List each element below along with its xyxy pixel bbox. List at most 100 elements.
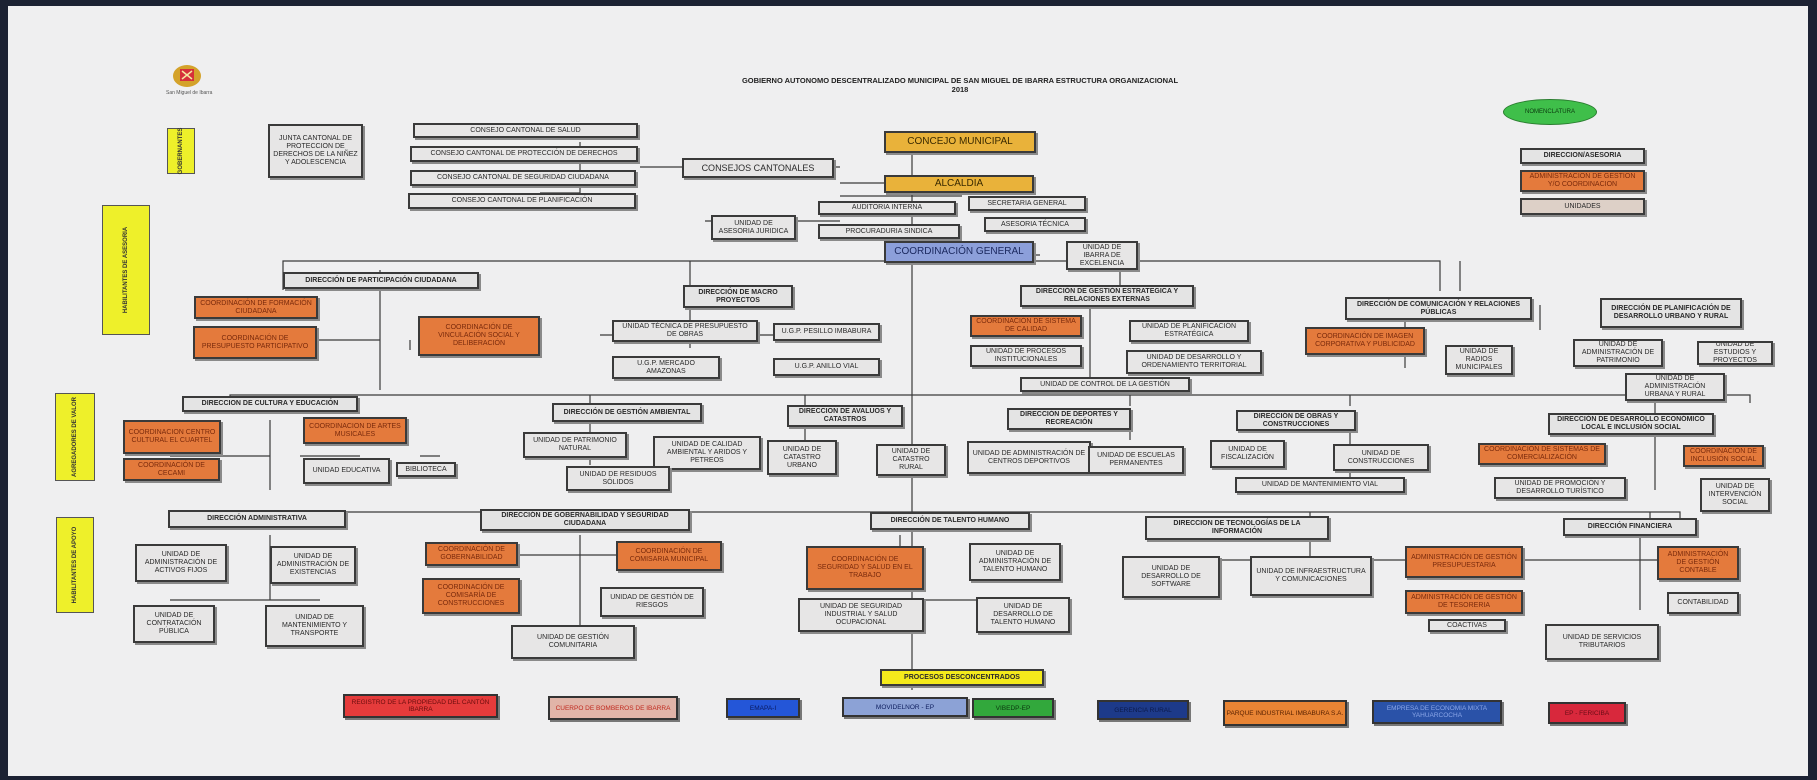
box-unidad-contratacion: UNIDAD DE CONTRATACIÓN PÚBLICA — [133, 605, 215, 643]
box-dir-estrategica: DIRECCIÓN DE GESTIÓN ESTRATEGICA Y RELAC… — [1020, 285, 1194, 307]
box-unidad-catastro-rural: UNIDAD DE CATASTRO RURAL — [876, 444, 946, 476]
box-dir-planificacion: DIRECCIÓN DE PLANIFICACIÓN DE DESARROLLO… — [1600, 298, 1742, 328]
box-dir-economico: DIRECCIÓN DE DESARROLLO ECONÓMICO LOCAL … — [1548, 413, 1714, 435]
box-consejos-cantonales: CONSEJOS CANTONALES — [682, 158, 834, 178]
box-dir-participacion: DIRECCIÓN DE PARTICIPACIÓN CIUDADANA — [283, 272, 479, 289]
box-dir-ambiental: DIRECCIÓN DE GESTIÓN AMBIENTAL — [552, 403, 702, 422]
box-unidad-admin-urbana: UNIDAD DE ADMINISTRACIÓN URBANA Y RURAL — [1625, 373, 1725, 401]
box-proceso-1: CUERPO DE BOMBEROS DE IBARRA — [548, 696, 678, 720]
box-unidad-residuos: UNIDAD DE RESIDUOS SÓLIDOS — [566, 466, 670, 491]
legend-title: NOMENCLATURA — [1503, 99, 1597, 125]
coat-of-arms-icon — [173, 65, 201, 87]
box-admin-contable: ADMINISTRACIÓN DE GESTIÓN CONTABLE — [1657, 546, 1739, 580]
box-dir-avaluos: DIRECCION DE AVALUOS Y CATASTROS — [787, 405, 903, 427]
box-admin-tesoreria: ADMINISTRACIÓN DE GESTIÓN DE TESORERIA — [1405, 590, 1523, 614]
box-unidad-desarrollo-talento: UNIDAD DE DESARROLLO DE TALENTO HUMANO — [976, 597, 1070, 633]
box-unidad-centros-deportivos: UNIDAD DE ADMINISTRACIÓN DE CENTROS DEPO… — [967, 441, 1091, 474]
box-unidad-territorial: UNIDAD DE DESARROLLO Y ORDENAMIENTO TERR… — [1126, 350, 1262, 374]
box-dir-cultura: DIRECCION DE CULTURA Y EDUCACIÓN — [182, 396, 358, 412]
box-unidad-activos: UNIDAD DE ADMINISTRACIÓN DE ACTIVOS FIJO… — [135, 544, 227, 582]
box-unidad-mantenimiento: UNIDAD DE MANTENIMIENTO Y TRANSPORTE — [265, 605, 364, 647]
box-dir-tecnologias: DIRECCION DE TECNOLOGÍAS DE LA INFORMACI… — [1145, 516, 1329, 540]
box-asesoria-tecnica: ASESORIA TÉCNICA — [984, 217, 1086, 232]
box-coactivas: COACTIVAS — [1428, 619, 1506, 632]
box-coord-seguridad-salud: COORDINACIÓN DE SEGURIDAD Y SALUD EN EL … — [806, 546, 924, 590]
box-unidad-existencias: UNIDAD DE ADMINISTRACIÓN DE EXISTENCIAS — [270, 546, 356, 584]
box-dir-obras: DIRECCIÓN DE OBRAS Y CONSTRUCCIONES — [1236, 410, 1356, 431]
box-coord-gobernabilidad: COORDINACIÓN DE GOBERNABILIDAD — [425, 542, 518, 566]
box-consejo-salud: CONSEJO CANTONAL DE SALUD — [413, 123, 638, 138]
box-coord-comisaria: COORDINACIÓN DE COMISARIA MUNICIPAL — [616, 541, 722, 571]
box-proceso-0: REGISTRO DE LA PROPIEDAD DEL CANTÓN IBAR… — [343, 694, 498, 718]
box-consejo-proteccion: CONSEJO CANTONAL DE PROTECCIÓN DE DERECH… — [410, 146, 638, 162]
box-ugp-pesillo: U.G.P. PESILLO IMBABURA — [773, 323, 880, 341]
legend-administracion: ADMINISTRACION DE GESTION Y/O COORDINACI… — [1520, 170, 1645, 192]
box-dir-comunicacion: DIRECCIÓN DE COMUNICACIÓN Y RELACIONES P… — [1345, 297, 1532, 320]
box-unidad-control: UNIDAD DE CONTROL DE LA GESTIÓN — [1020, 377, 1190, 392]
box-coord-comisaria-construcciones: COORDINACIÓN DE COMISARÍA DE CONSTRUCCIO… — [422, 578, 520, 614]
box-unidad-estudios: UNIDAD DE ESTUDIOS Y PROYECTOS — [1697, 341, 1773, 365]
box-unidad-fiscalizacion: UNIDAD DE FISCALIZACIÓN — [1210, 440, 1285, 468]
box-unidad-plan-estrategica: UNIDAD DE PLANIFICACIÓN ESTRATÉGICA — [1129, 320, 1249, 342]
logo-caption: San Miguel de Ibarra — [166, 90, 213, 96]
box-biblioteca: BIBLIOTECA — [396, 462, 456, 477]
box-ugp-anillo: U.G.P. ANILLO VIAL — [773, 358, 880, 376]
box-alcaldia: ALCALDIA — [884, 175, 1034, 193]
box-coord-comercializacion: COORDINACIÓN DE SISTEMAS DE COMERCIALIZA… — [1478, 443, 1606, 465]
legend-unidades: UNIDADES — [1520, 198, 1645, 215]
box-ibarra-excelencia: UNIDAD DE IBARRA DE EXCELENCIA — [1066, 241, 1138, 270]
box-unidad-riesgos: UNIDAD DE GESTIÓN DE RIESGOS — [600, 587, 704, 617]
box-proceso-6: PARQUE INDUSTRIAL IMBABURA S.A. — [1223, 700, 1347, 726]
box-proceso-3: MOVIDELNOR - EP — [842, 697, 968, 717]
box-coord-cecami: COORDINACIÓN DE CECAMI — [123, 458, 220, 481]
box-unidad-tecnica: UNIDAD TÉCNICA DE PRESUPUESTO DE OBRAS — [612, 320, 758, 342]
box-unidad-infraestructura: UNIDAD DE INFRAESTRUCTURA Y COMUNICACION… — [1250, 556, 1372, 596]
logo — [170, 61, 204, 89]
box-unidad-software: UNIDAD DE DESARROLLO DE SOFTWARE — [1122, 556, 1220, 598]
side-label-apoyo: HABILITANTES DE APOYO — [56, 517, 94, 613]
box-coord-inclusion: COORDINACIÓN DE INCLUSIÓN SOCIAL — [1683, 445, 1764, 467]
box-asesoria-juridica: UNIDAD DE ASESORIA JURIDICA — [711, 215, 796, 240]
side-label-gobernantes: GOBERNANTES — [167, 128, 195, 174]
box-unidad-procesos: UNIDAD DE PROCESOS INSTITUCIONALES — [970, 345, 1082, 367]
box-proceso-2: EMAPA-I — [726, 698, 800, 718]
box-consejo-planificacion: CONSEJO CANTONAL DE PLANIFICACIÓN — [408, 193, 636, 209]
box-coord-vinculacion: COORDINACIÓN DE VINCULACIÓN SOCIAL Y DEL… — [418, 316, 540, 356]
box-dir-financiera: DIRECCIÓN FINANCIERA — [1563, 518, 1697, 536]
box-coord-presupuesto: COORDINACIÓN DE PRESUPUESTO PARTICIPATIV… — [193, 326, 317, 359]
chart-title: GOBIERNO AUTONOMO DESCENTRALIZADO MUNICI… — [600, 76, 1320, 94]
title-line-1: GOBIERNO AUTONOMO DESCENTRALIZADO MUNICI… — [741, 76, 1179, 85]
box-unidad-admin-talento: UNIDAD DE ADMINISTRACIÓN DE TALENTO HUMA… — [969, 543, 1061, 581]
box-junta: JUNTA CANTONAL DE PROTECCION DE DERECHOS… — [268, 124, 363, 178]
box-unidad-escuelas: UNIDAD DE ESCUELAS PERMANENTES — [1088, 446, 1184, 474]
box-unidad-tributarios: UNIDAD DE SERVICIOS TRIBUTARIOS — [1545, 624, 1659, 660]
box-dir-macro: DIRECCIÓN DE MACRO PROYECTOS — [683, 285, 793, 308]
box-auditoria: AUDITORIA INTERNA — [818, 201, 956, 215]
box-unidad-patrimonio-natural: UNIDAD DE PATRIMONIO NATURAL — [523, 432, 627, 458]
box-coord-calidad: COORDINACIÓN DE SISTEMA DE CALIDAD — [970, 315, 1082, 337]
box-unidad-catastro-urbano: UNIDAD DE CATASTRO URBANO — [767, 440, 837, 475]
box-coord-formacion: COORDINACIÓN DE FORMACIÓN CIUDADANA — [194, 296, 318, 319]
box-unidad-intervencion: UNIDAD DE INTERVENCIÓN SOCIAL — [1700, 478, 1770, 512]
box-proceso-7: EMPRESA DE ECONOMIA MIXTA YAHUARCOCHA — [1372, 700, 1502, 724]
box-dir-gobernabilidad: DIRECCIÓN DE GOBERNABILIDAD Y SEGURIDAD … — [480, 509, 690, 531]
box-secretaria: SECRETARIA GENERAL — [968, 196, 1086, 211]
box-unidad-educativa: UNIDAD EDUCATIVA — [303, 458, 390, 484]
box-dir-administrativa: DIRECCIÓN ADMINISTRATIVA — [168, 510, 346, 528]
box-contabilidad: CONTABILIDAD — [1667, 592, 1739, 614]
box-dir-deportes: DIRECCIÓN DE DEPORTES Y RECREACIÓN — [1007, 408, 1131, 430]
box-proceso-5: GERENCIA RURAL — [1097, 700, 1189, 720]
box-dir-talento: DIRECCIÓN DE TALENTO HUMANO — [870, 512, 1030, 530]
box-unidad-construcciones: UNIDAD DE CONSTRUCCIONES — [1333, 444, 1429, 471]
box-unidad-comunitaria: UNIDAD DE GESTIÓN COMUNITARIA — [511, 625, 635, 659]
side-label-valor: AGREGADORES DE VALOR — [55, 393, 95, 481]
box-proceso-8: EP - FERICIBA — [1548, 702, 1626, 724]
legend-direccion: DIRECCION/ASESORIA — [1520, 148, 1645, 164]
box-unidad-radios: UNIDAD DE RADIOS MUNICIPALES — [1445, 345, 1513, 375]
box-consejo-seguridad: CONSEJO CANTONAL DE SEGURIDAD CIUDADANA — [410, 170, 636, 186]
box-ugp-mercado: U.G.P. MERCADO AMAZONAS — [612, 356, 720, 379]
box-coordinacion-general: COORDINACIÓN GENERAL — [884, 241, 1034, 263]
box-unidad-calidad-ambiental: UNIDAD DE CALIDAD AMBIENTAL Y ARIDOS Y P… — [653, 436, 761, 470]
title-line-2: 2018 — [951, 85, 969, 94]
